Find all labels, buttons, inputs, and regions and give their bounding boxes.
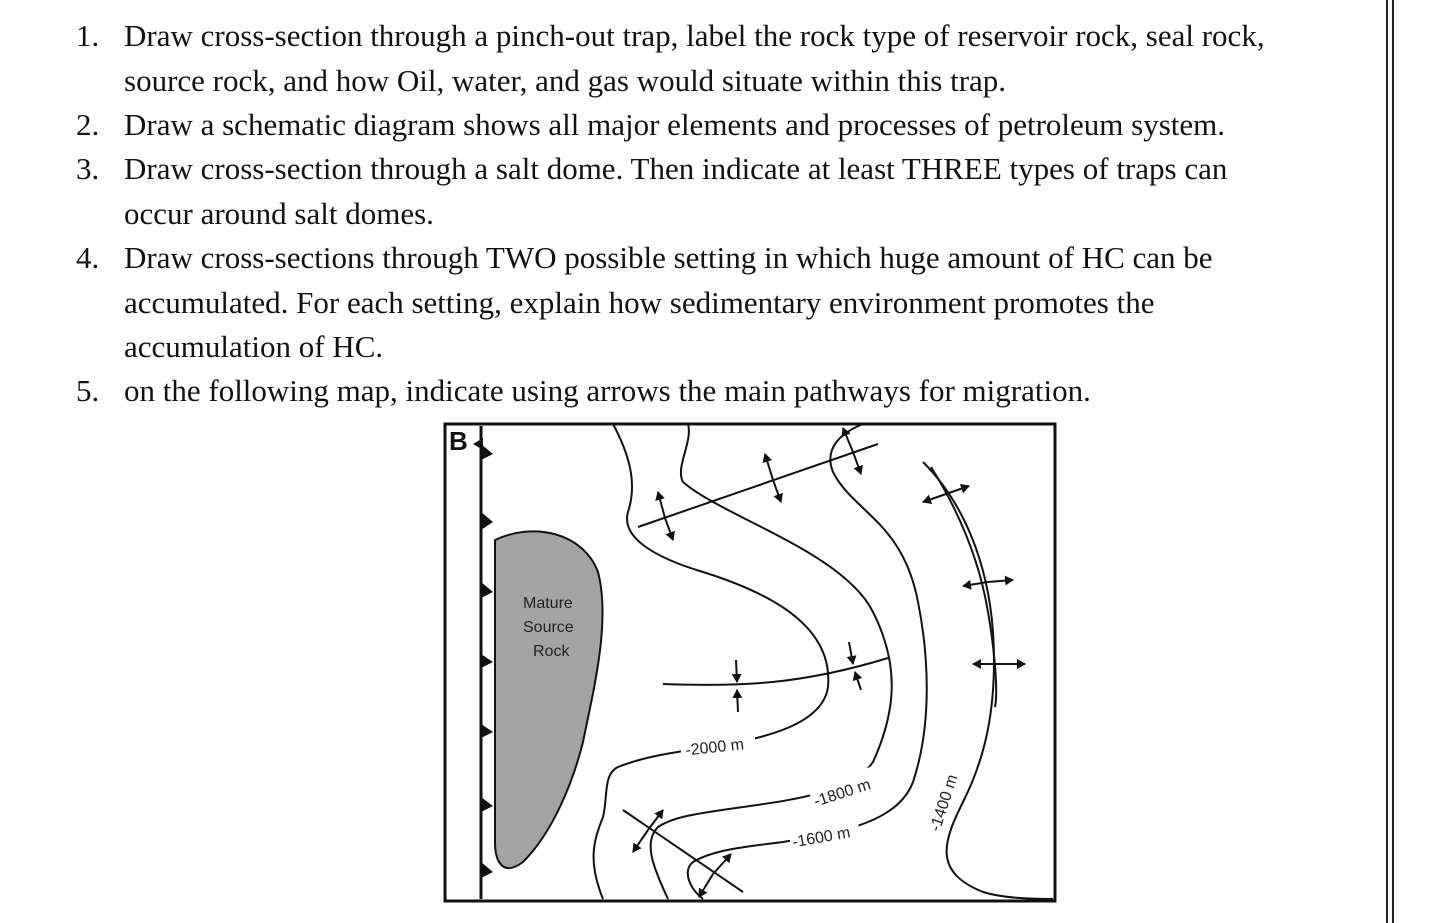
contour-label-bg <box>924 770 962 834</box>
anticline-axis <box>930 466 998 708</box>
contour-label-bg <box>807 766 877 807</box>
fault-teeth <box>473 438 493 878</box>
question-text-line: source rock, and how Oil, water, and gas… <box>124 63 1007 98</box>
question-text-line: Draw cross-sections through TWO possible… <box>124 240 1213 275</box>
contour-label-bg <box>787 815 861 848</box>
contour-label-bg <box>681 732 755 754</box>
syncline-axis <box>662 657 889 686</box>
question-text-line: on the following map, indicate using arr… <box>124 373 1091 408</box>
fold-arrows <box>632 809 732 898</box>
source-label-line: Mature <box>523 595 573 612</box>
migration-map-figure: B Mature Source Rock -2000 m -1800 m -16… <box>443 422 1057 903</box>
question-number: 5. <box>76 373 100 408</box>
contour-line <box>922 461 1054 900</box>
fold-arrows <box>655 427 863 541</box>
fold-arrows <box>731 641 863 713</box>
question-number: 1. <box>76 18 100 53</box>
anticline-axis <box>637 443 879 528</box>
question-text-line: Draw a schematic diagram shows all major… <box>124 107 1226 142</box>
question-number: 3. <box>76 151 100 186</box>
page-border-inner <box>1392 0 1394 923</box>
question-text-line: accumulation of HC. <box>124 329 384 364</box>
panel-letter: B <box>449 426 468 456</box>
contour-line <box>686 423 928 900</box>
page-border-outer <box>1386 0 1388 923</box>
lower-axis <box>622 809 744 893</box>
question-text-line: Draw cross-section through a salt dome. … <box>124 151 1228 186</box>
question-number: 2. <box>76 107 100 142</box>
mature-source-rock-area <box>494 530 604 870</box>
source-label-line: Rock <box>533 643 570 660</box>
fold-arrows <box>922 483 1026 669</box>
question-number: 4. <box>76 240 100 275</box>
contour-label: -2000 m <box>685 736 745 759</box>
map-border <box>443 422 1057 903</box>
question-text-line: Draw cross-section through a pinch-out t… <box>124 18 1265 53</box>
source-label-line: Source <box>523 619 574 636</box>
question-text-line: occur around salt domes. <box>124 196 434 231</box>
question-text-line: accumulated. For each setting, explain h… <box>124 285 1155 320</box>
structure-contour-map: B Mature Source Rock -2000 m -1800 m -16… <box>443 422 1057 903</box>
contour-line <box>592 423 830 900</box>
contour-line <box>649 423 893 900</box>
